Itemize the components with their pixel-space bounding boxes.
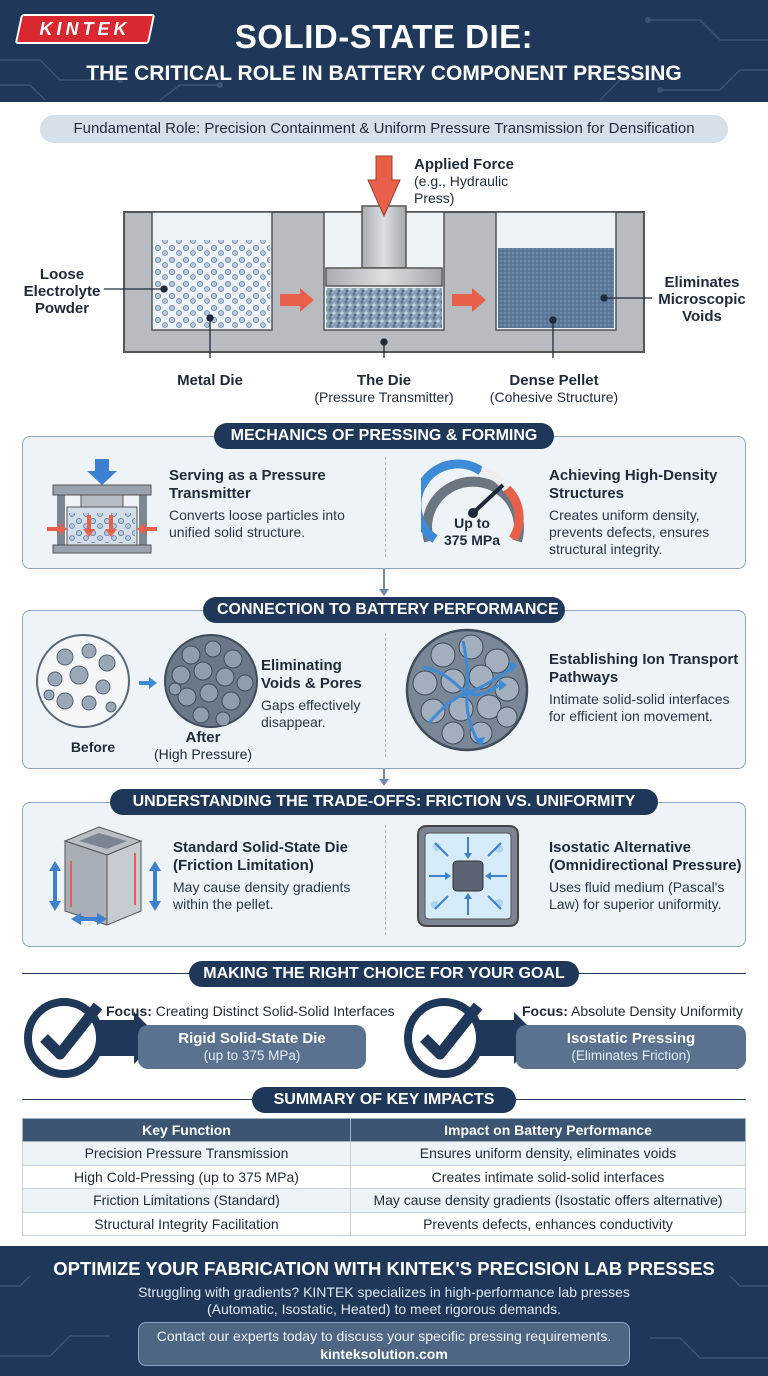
connector-arrow-icon [379,779,389,786]
tradeoffs-section-title: UNDERSTANDING THE TRADE-OFFS: FRICTION V… [110,789,658,815]
high-density-title: Achieving High-Density Structures [549,467,718,502]
die-diagram [104,155,652,358]
summary-section-title: SUMMARY OF KEY IMPACTS [252,1087,516,1113]
before-after-particles-icon [36,634,258,728]
circuit-pattern-icon [0,17,768,101]
rigid-die-option: Rigid Solid-State Die(up to 375 MPa) [138,1025,366,1069]
pressure-gauge-icon [421,459,524,543]
isostatic-title: Isostatic Alternative (Omnidirectional P… [549,839,742,874]
page-title: SOLID-STATE DIE: [234,18,534,55]
footer-title: OPTIMIZE YOUR FABRICATION WITH KINTEK'S … [53,1258,715,1279]
contact-cta[interactable]: Contact our experts today to discuss you… [138,1322,630,1366]
dense-pellet-fill [498,248,614,328]
fundamental-role-banner: Fundamental Role: Precision Containment … [40,115,728,143]
connector-arrow-icon [379,589,389,596]
eliminating-voids-title: Eliminating Voids & Pores [261,657,362,692]
right-focus-text: Focus: Absolute Density Uniformity [522,1003,743,1019]
footer: OPTIMIZE YOUR FABRICATION WITH KINTEK'S … [0,1246,768,1376]
eliminating-voids-desc: Gaps effectively disappear. [261,697,361,730]
isostatic-pressure-icon [417,825,519,927]
loose-powder-fill [154,240,270,328]
loose-powder-label: Loose Electrolyte Powder [23,266,101,317]
checkmark-icon-left [24,998,160,1078]
standard-die-friction-icon [49,826,161,926]
after-label: After(High Pressure) [153,729,253,762]
pressure-transmitter-desc: Converts loose particles into unified so… [169,507,345,540]
high-density-desc: Creates uniform density, prevents defect… [549,507,710,557]
applied-force-label: Applied Force(e.g., Hydraulic Press) [414,156,515,206]
contact-text: Contact our experts today to discuss you… [156,1328,612,1344]
table-row: Friction Limitations (Standard)May cause… [22,1188,746,1213]
connector-line [383,569,385,593]
ion-pathways-icon [405,628,529,752]
dense-pellet-label: Dense Pellet(Cohesive Structure) [489,372,619,405]
flow-arrow-1 [280,288,314,312]
website-link[interactable]: kinteksolution.com [320,1346,448,1362]
page-subtitle: THE CRITICAL ROLE IN BATTERY COMPONENT P… [86,62,682,85]
ion-pathways-title: Establishing Ion Transport Pathways [549,651,739,686]
press-icon [47,459,157,554]
isostatic-desc: Uses fluid medium (Pascal's Law) for sup… [549,879,725,912]
pressure-transmitter-title: Serving as a Pressure Transmitter [169,467,326,502]
mechanics-section-title: MECHANICS OF PRESSING & FORMING [214,423,554,449]
ion-pathways-desc: Intimate solid-solid interfaces for effi… [549,691,730,724]
the-die-label: The Die(Pressure Transmitter) [314,372,454,405]
table-row: High Cold-Pressing (up to 375 MPa)Create… [22,1164,746,1189]
mechanics-panel: Serving as a Pressure Transmitter Conver… [22,436,746,569]
compressed-powder-fill [326,288,442,328]
connector-line [383,769,385,783]
standard-die-title: Standard Solid-State Die (Friction Limit… [173,839,349,874]
flow-arrow-2 [452,288,486,312]
footer-line-2: (Automatic, Isostatic, Heated) to meet r… [206,1301,562,1317]
applied-force-arrow [367,155,401,218]
isostatic-option: Isostatic Pressing(Eliminates Friction) [516,1025,746,1069]
metal-die-label: Metal Die [177,372,243,389]
connection-panel: Before After(High Pressure) Eliminating … [22,610,746,769]
table-header: Key Function [22,1118,351,1142]
summary-table: Key Function Impact on Battery Performan… [22,1118,746,1236]
eliminates-voids-label: Eliminates Microscopic Voids [658,274,746,325]
choice-section-title: MAKING THE RIGHT CHOICE FOR YOUR GOAL [189,961,579,987]
standard-die-desc: May cause density gradients within the p… [173,879,351,912]
left-focus-text: Focus: Creating Distinct Solid-Solid Int… [106,1003,395,1019]
circuit-pattern-icon [0,1275,768,1359]
table-header: Impact on Battery Performance [350,1118,746,1142]
footer-line-1: Struggling with gradients? KINTEK specia… [138,1284,630,1300]
header: KINTEK SOLID-STATE DIE: THE CRITICAL ROL… [0,0,768,102]
before-label: Before [70,739,116,755]
connection-section-title: CONNECTION TO BATTERY PERFORMANCE [203,597,565,623]
tradeoffs-panel: Standard Solid-State Die (Friction Limit… [22,802,746,947]
